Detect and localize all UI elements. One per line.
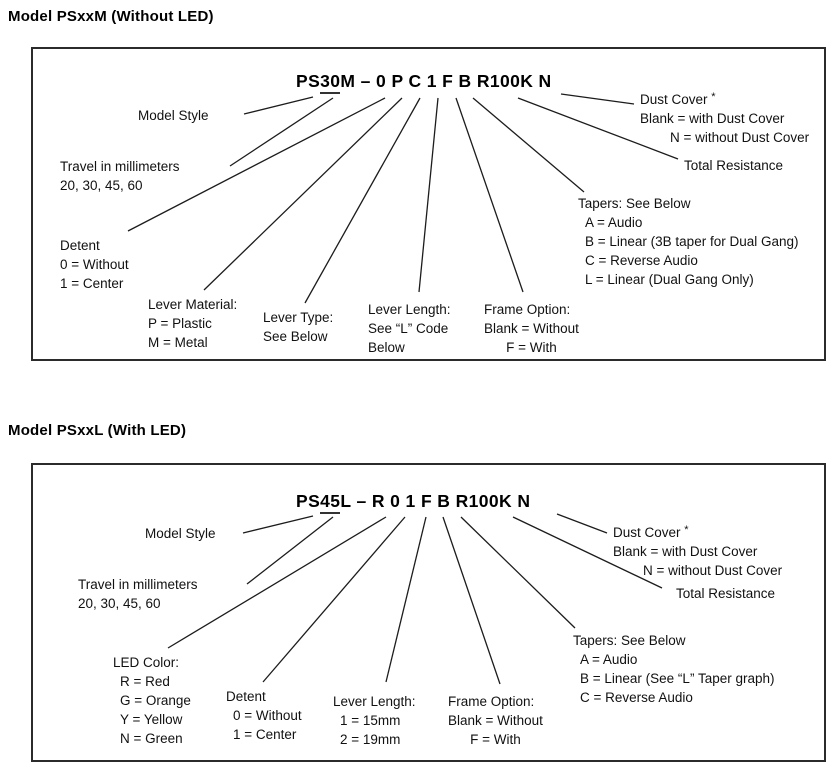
label-total-resistance: Total Resistance bbox=[684, 158, 784, 173]
part-number-suffix: M – 0 P C 1 F B R100K N bbox=[340, 71, 552, 91]
label-lever-material: Lever Material: P = Plastic M = Metal bbox=[148, 297, 238, 350]
section-title-psxxl: Model PSxxL (With LED) bbox=[8, 422, 187, 439]
part-number-prefix: PS bbox=[296, 71, 321, 91]
section-title-psxxm: Model PSxxM (Without LED) bbox=[8, 8, 214, 25]
label-lever-length: Lever Length: 1 = 15mm 2 = 19mm bbox=[333, 694, 416, 747]
label-led-color: LED Color: R = Red G = Orange Y = Yellow… bbox=[113, 655, 191, 746]
label-lever-length: Lever Length: See “L” Code Below bbox=[368, 302, 451, 355]
label-frame-option: Frame Option: Blank = Without F = With bbox=[448, 694, 543, 747]
part-number-travel-code: 45 bbox=[320, 491, 341, 514]
label-detent: Detent 0 = Without 1 = Center bbox=[226, 689, 302, 742]
label-model-style: Model Style bbox=[145, 526, 216, 541]
part-number-suffix: L – R 0 1 F B R100K N bbox=[340, 491, 531, 511]
part-number-prefix: PS bbox=[296, 491, 321, 511]
label-dust-cover: Dust Cover * Blank = with Dust Cover N =… bbox=[640, 91, 810, 145]
label-detent: Detent 0 = Without 1 = Center bbox=[60, 238, 129, 291]
asterisk-note: * bbox=[684, 524, 689, 536]
part-number-travel-code: 30 bbox=[320, 71, 341, 94]
part-number-psxxm: PS30M – 0 P C 1 F B R100K N bbox=[296, 71, 552, 94]
asterisk-note: * bbox=[711, 91, 716, 103]
label-tapers: Tapers: See Below A = Audio B = Linear (… bbox=[578, 196, 799, 287]
label-travel: Travel in millimeters 20, 30, 45, 60 bbox=[78, 577, 198, 611]
part-number-psxxl: PS45L – R 0 1 F B R100K N bbox=[296, 491, 531, 514]
label-frame-option: Frame Option: Blank = Without F = With bbox=[484, 302, 579, 355]
label-total-resistance: Total Resistance bbox=[676, 586, 776, 601]
label-dust-cover: Dust Cover * Blank = with Dust Cover N =… bbox=[613, 524, 783, 578]
label-travel: Travel in millimeters 20, 30, 45, 60 bbox=[60, 159, 180, 193]
diagram-box-psxxl bbox=[31, 463, 826, 762]
label-lever-type: Lever Type: See Below bbox=[263, 310, 334, 344]
label-model-style: Model Style bbox=[138, 108, 209, 123]
label-tapers: Tapers: See Below A = Audio B = Linear (… bbox=[573, 633, 775, 705]
